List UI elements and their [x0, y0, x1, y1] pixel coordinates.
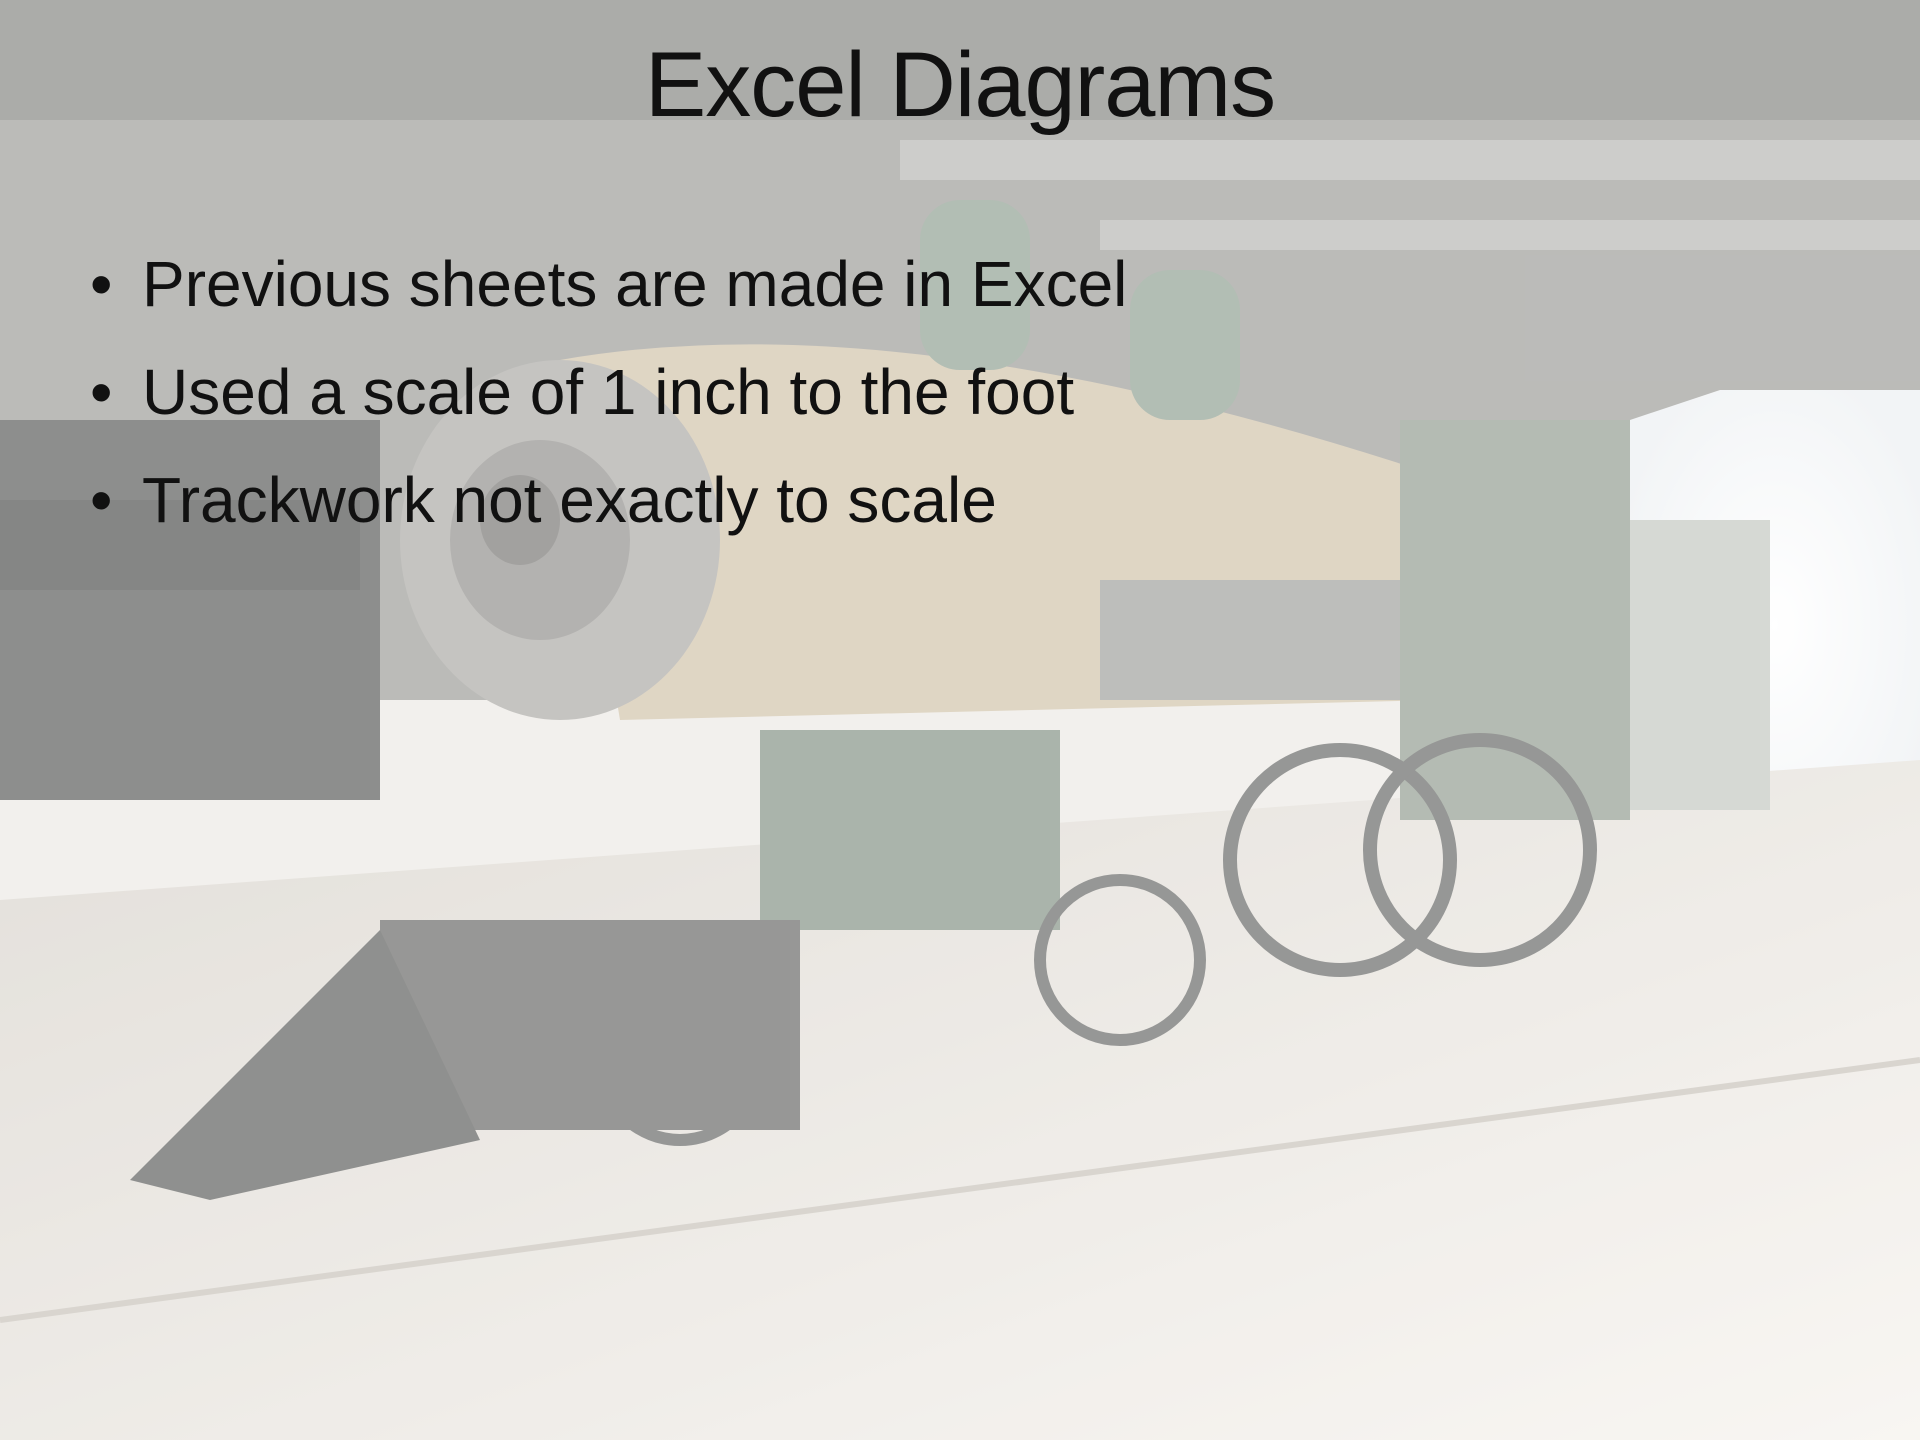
- bullet-text: Trackwork not exactly to scale: [142, 464, 997, 536]
- bullet-item: • Previous sheets are made in Excel: [90, 230, 1127, 338]
- bullet-marker: •: [90, 464, 113, 536]
- bullet-item: • Trackwork not exactly to scale: [90, 446, 1127, 554]
- bullet-text: Previous sheets are made in Excel: [142, 248, 1128, 320]
- bullet-list: • Previous sheets are made in Excel • Us…: [90, 230, 1127, 554]
- bullet-text: Used a scale of 1 inch to the foot: [142, 356, 1075, 428]
- slide-title: Excel Diagrams: [644, 34, 1276, 136]
- bullet-marker: •: [90, 248, 113, 320]
- bullet-marker: •: [90, 356, 113, 428]
- bullet-item: • Used a scale of 1 inch to the foot: [90, 338, 1127, 446]
